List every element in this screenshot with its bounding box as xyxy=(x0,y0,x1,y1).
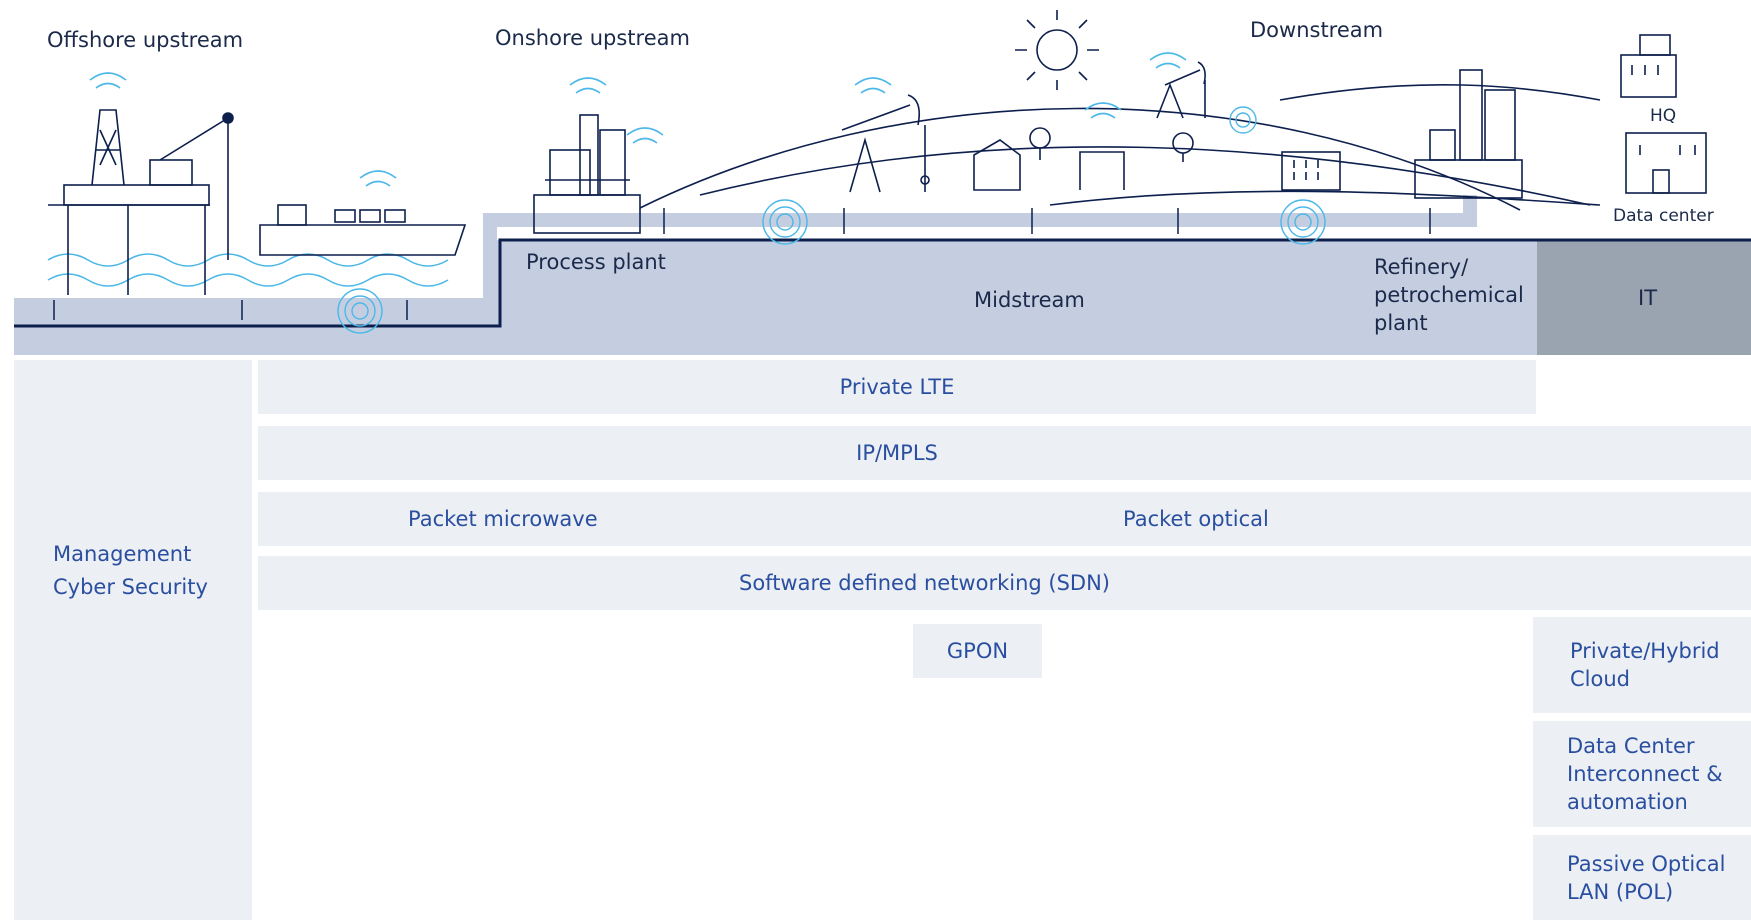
band-refinery-line2: petrochemical xyxy=(1374,283,1524,307)
layer-private-lte-label: Private LTE xyxy=(839,375,955,399)
it-data-center-interconnect: Data Center Interconnect & automation xyxy=(1533,721,1751,827)
management-label: Management xyxy=(53,542,192,566)
sun-icon xyxy=(1015,10,1099,90)
management-panel-text: Management Cyber Security xyxy=(53,538,208,604)
band-refinery-line1: Refinery/ xyxy=(1374,255,1469,279)
pipeline-line xyxy=(14,238,1751,328)
pipeline-ticks xyxy=(53,208,1431,320)
data-center-building-icon xyxy=(1625,132,1707,194)
radio-node-icon xyxy=(337,106,1326,334)
refinery-icon xyxy=(1414,69,1523,199)
region-data-center: Data center xyxy=(1613,206,1714,226)
region-onshore-upstream: Onshore upstream xyxy=(495,26,690,50)
midstream-band xyxy=(497,240,1537,355)
hills xyxy=(639,83,1601,211)
layer-packet-microwave-label: Packet microwave xyxy=(408,507,598,531)
band-refinery-line3: plant xyxy=(1374,311,1428,335)
region-hq: HQ xyxy=(1650,106,1677,126)
town-buildings-icon xyxy=(973,127,1341,191)
offshore-rig-icon xyxy=(48,109,234,295)
layer-private-lte: Private LTE xyxy=(258,360,1536,414)
layer-sdn: Software defined networking (SDN) xyxy=(258,556,1751,610)
it-passive-optical-lan: Passive Optical LAN (POL) xyxy=(1533,835,1751,920)
wifi-signal-icon xyxy=(89,52,1187,187)
layer-gpon: GPON xyxy=(913,624,1042,678)
it-dci-line3: automation xyxy=(1567,790,1688,814)
layer-ip-mpls: IP/MPLS xyxy=(258,426,1751,480)
sea-waves xyxy=(47,253,449,287)
it-pol-line1: Passive Optical xyxy=(1567,851,1726,876)
it-private-hybrid-cloud: Private/Hybrid Cloud xyxy=(1533,617,1751,713)
pipeline-strip xyxy=(14,195,1477,312)
layer-gpon-label: GPON xyxy=(946,639,1009,663)
it-band xyxy=(1537,240,1751,355)
band-process-plant: Process plant xyxy=(526,250,666,274)
band-midstream: Midstream xyxy=(974,288,1085,312)
it-dci-line2: Interconnect & xyxy=(1567,762,1723,786)
band-it: IT xyxy=(1638,286,1658,310)
layer-packet-optical-label: Packet optical xyxy=(1123,507,1269,531)
process-plant-icon xyxy=(533,114,641,234)
pumpjack-icon xyxy=(841,61,1206,193)
it-cloud-line1: Private/Hybrid xyxy=(1570,639,1720,663)
band-refinery: Refinery/ petrochemical plant xyxy=(1374,253,1524,337)
it-cloud-line2: Cloud xyxy=(1570,667,1630,691)
region-offshore-upstream: Offshore upstream xyxy=(47,28,244,52)
hq-building-icon xyxy=(1620,34,1677,98)
industry-illustration xyxy=(14,10,1751,355)
region-downstream: Downstream xyxy=(1250,18,1384,42)
layer-transport: Packet microwave Packet optical xyxy=(258,492,1751,546)
cyber-security-label: Cyber Security xyxy=(53,575,208,599)
it-dci-line1: Data Center xyxy=(1567,734,1695,758)
tanker-ship-icon xyxy=(259,204,467,256)
layer-ip-mpls-label: IP/MPLS xyxy=(856,441,938,465)
layer-sdn-label: Software defined networking (SDN) xyxy=(739,571,1110,595)
management-panel: Management Cyber Security xyxy=(14,360,252,920)
it-pol-line2: LAN (POL) xyxy=(1567,879,1674,904)
